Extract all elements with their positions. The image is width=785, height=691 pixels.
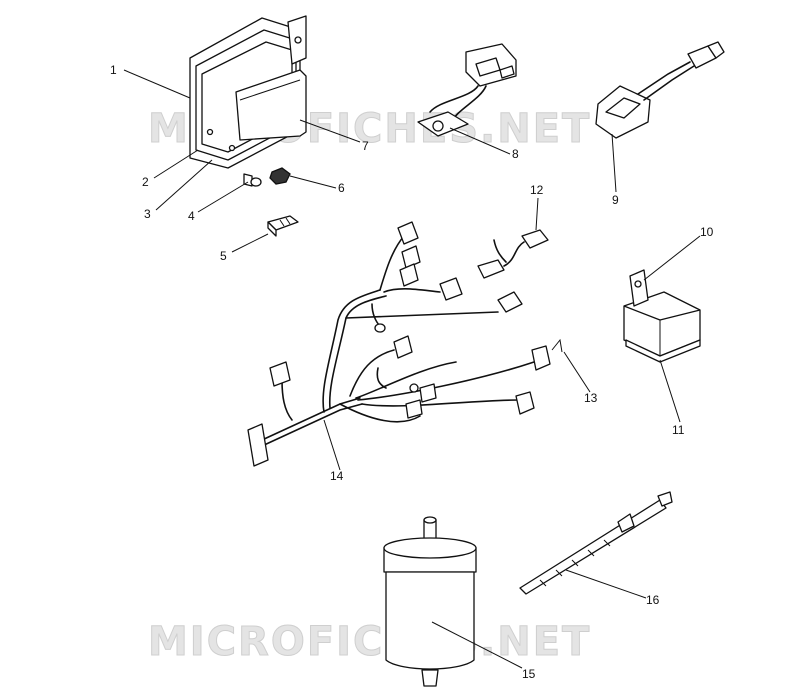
callout-2: 2 — [142, 175, 149, 189]
callout-1: 1 — [110, 63, 117, 77]
cable-tie — [519, 491, 673, 595]
leader-lines — [123, 69, 701, 669]
relay — [623, 269, 701, 363]
nut — [269, 167, 291, 185]
fuel-filter — [383, 516, 477, 687]
callout-14: 14 — [330, 469, 344, 483]
callout-10: 10 — [700, 225, 714, 239]
sensor-connector — [417, 43, 517, 137]
inline-connector — [595, 41, 725, 139]
callout-8: 8 — [512, 147, 519, 161]
small-connector — [267, 215, 299, 237]
callout-6: 6 — [338, 181, 345, 195]
wiring-harness — [247, 221, 551, 467]
callout-12: 12 — [530, 183, 544, 197]
ecu-module — [189, 15, 307, 169]
callout-13: 13 — [584, 391, 598, 405]
callout-11: 11 — [672, 423, 685, 437]
callout-numbers: 1 2 3 4 5 6 7 8 9 10 11 12 13 14 15 16 — [110, 63, 714, 681]
callout-15: 15 — [522, 667, 536, 681]
callout-4: 4 — [188, 209, 195, 223]
callout-5: 5 — [220, 249, 227, 263]
clip — [551, 338, 563, 353]
watermark-bottom: MICROFICHES.NET — [148, 619, 591, 665]
plug-pair — [477, 229, 549, 279]
callout-9: 9 — [612, 193, 619, 207]
callout-16: 16 — [646, 593, 660, 607]
callout-7: 7 — [362, 139, 369, 153]
screw — [243, 173, 262, 187]
callout-3: 3 — [144, 207, 151, 221]
